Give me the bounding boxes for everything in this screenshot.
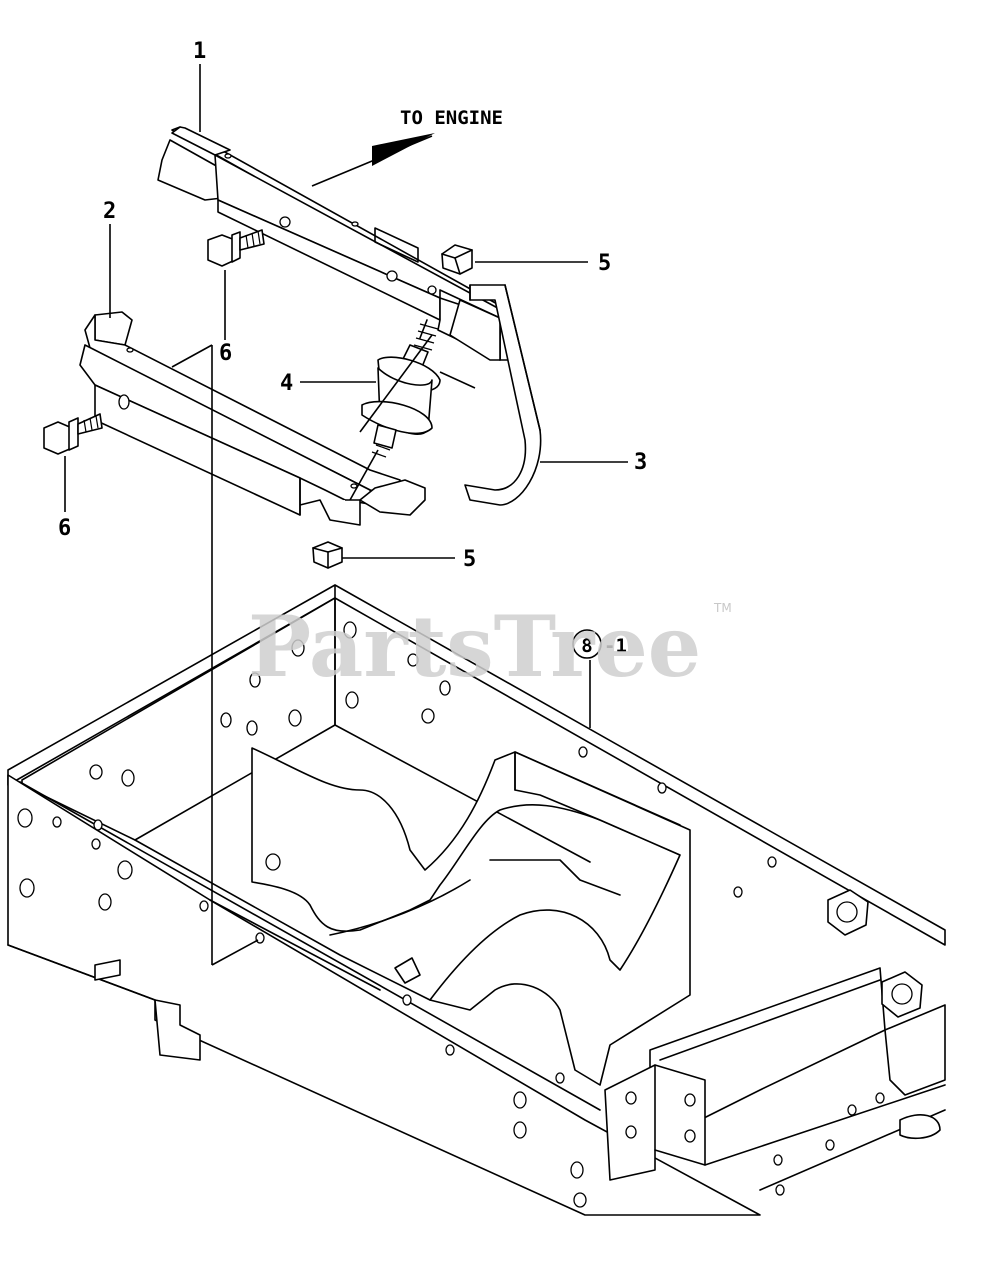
callout-part-6-lower: 6 <box>58 516 71 541</box>
callout-part-1: 1 <box>193 39 206 64</box>
callout-part-5-lower: 5 <box>463 547 476 572</box>
callout-part-5-upper: 5 <box>598 251 611 276</box>
part-6-flange-bolts <box>43 229 265 455</box>
watermark: PartsTree TM <box>248 597 732 696</box>
reference-callout: 8 -1 <box>572 629 627 659</box>
watermark-trademark: TM <box>713 601 732 615</box>
reference-circle-label: 8 <box>581 635 592 657</box>
to-engine-arrow: TO ENGINE <box>372 107 503 166</box>
callout-part-4: 4 <box>280 371 293 396</box>
callout-numbers: 1 2 3 4 5 5 6 6 <box>58 39 647 572</box>
reference-suffix: -1 <box>604 635 627 657</box>
to-engine-label: TO ENGINE <box>400 107 503 129</box>
part-3-clip <box>464 284 542 506</box>
main-frame <box>7 584 946 1216</box>
reference-circle <box>572 629 602 659</box>
part-5-flange-nuts <box>312 244 473 569</box>
part-2-lower-bracket <box>79 311 426 526</box>
callout-part-6-upper: 6 <box>219 341 232 366</box>
part-1-upper-bracket <box>157 126 509 361</box>
watermark-text: PartsTree <box>248 597 701 696</box>
callout-part-2: 2 <box>103 199 116 224</box>
callout-part-3: 3 <box>634 450 647 475</box>
